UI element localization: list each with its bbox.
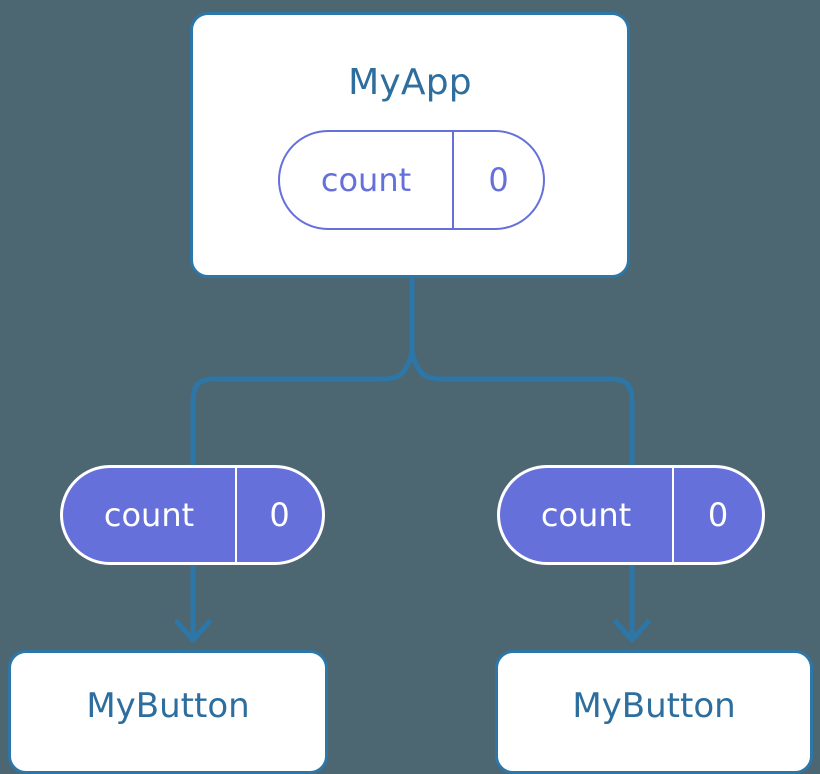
prop-pill-right[interactable]: count 0 [497, 465, 765, 565]
component-title-mybutton-right: MyButton [572, 686, 736, 726]
state-pill-root-value: 0 [452, 132, 543, 228]
arrowhead-right-icon [613, 619, 651, 643]
prop-pill-right-value: 0 [672, 468, 762, 562]
connector-fork-left [190, 349, 415, 468]
component-card-mybutton-right[interactable]: MyButton [495, 650, 813, 774]
connector-fork-right [409, 349, 635, 468]
prop-pill-left-name: count [103, 496, 195, 534]
component-title-myapp: MyApp [348, 62, 472, 103]
state-pill-root[interactable]: count 0 [278, 130, 545, 230]
component-title-mybutton-left: MyButton [86, 686, 250, 726]
arrowhead-left-icon [174, 619, 212, 643]
prop-pill-left-value: 0 [235, 468, 322, 562]
state-pill-root-name: count [320, 161, 412, 199]
prop-pill-left[interactable]: count 0 [60, 465, 325, 565]
prop-pill-right-name: count [540, 496, 632, 534]
component-card-mybutton-left[interactable]: MyButton [8, 650, 328, 774]
